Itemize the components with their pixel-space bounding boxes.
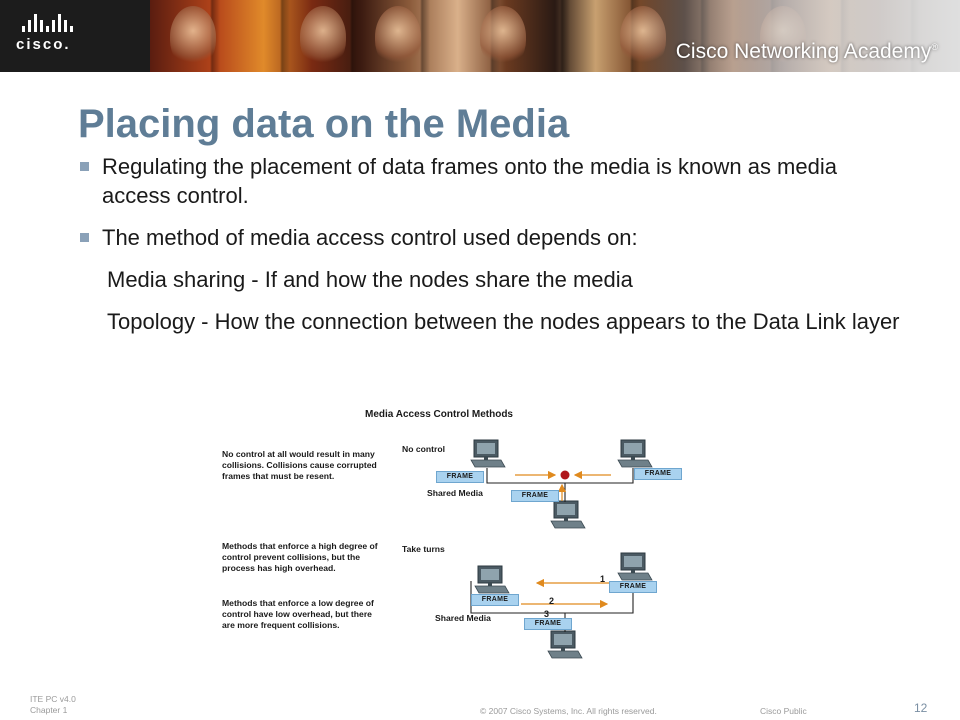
- computer-icon: [470, 439, 506, 468]
- footer-chapter: Chapter 1: [30, 705, 68, 715]
- sub-item: Media sharing - If and how the nodes sha…: [80, 265, 900, 294]
- frame-label: FRAME: [471, 594, 519, 606]
- academy-name: Cisco Networking Academy: [675, 40, 932, 63]
- slide-body: Regulating the placement of data frames …: [80, 152, 900, 349]
- footer-classification: Cisco Public: [760, 706, 807, 716]
- cisco-wordmark-dot: .: [64, 36, 71, 53]
- computer-icon: [547, 630, 583, 659]
- page-number: 12: [914, 701, 928, 715]
- frame-label: FRAME: [524, 618, 572, 630]
- label-shared-media: Shared Media: [427, 488, 483, 498]
- mac-methods-diagram: Media Access Control Methods No control …: [215, 403, 705, 665]
- turn-number: 3: [544, 609, 550, 619]
- computer-icon: [617, 439, 653, 468]
- label-take-turns: Take turns: [402, 544, 445, 554]
- sub-item-text: Media sharing - If and how the nodes sha…: [107, 267, 633, 292]
- academy-title: Cisco Networking Academy®: [676, 40, 938, 64]
- frame-label: FRAME: [634, 468, 682, 480]
- frame-label: FRAME: [609, 581, 657, 593]
- note-low-control: Methods that enforce a low degree of con…: [222, 598, 374, 630]
- footer-course: ITE PC v4.0: [30, 694, 76, 704]
- turn-number: 1: [600, 574, 606, 584]
- frame-label: FRAME: [436, 471, 484, 483]
- square-bullet-icon: [80, 233, 89, 242]
- bullet-text: The method of media access control used …: [102, 225, 638, 250]
- square-bullet-icon: [80, 162, 89, 171]
- label-no-control: No control: [402, 444, 445, 454]
- cisco-logo: cisco.: [16, 14, 96, 58]
- computer-icon: [474, 565, 510, 594]
- frame-label: FRAME: [511, 490, 559, 502]
- note-no-control: No control at all would result in many c…: [222, 449, 377, 481]
- turn-number: 2: [549, 596, 555, 606]
- bullet-text: Regulating the placement of data frames …: [102, 154, 837, 208]
- slide-title: Placing data on the Media: [78, 102, 570, 146]
- footer-copyright: © 2007 Cisco Systems, Inc. All rights re…: [480, 706, 657, 716]
- computer-icon: [617, 552, 653, 581]
- diagram-title: Media Access Control Methods: [365, 409, 513, 420]
- bullet-item: The method of media access control used …: [80, 223, 900, 252]
- header-banner: cisco. Cisco Networking Academy®: [0, 0, 960, 72]
- sub-item-text: Topology - How the connection between th…: [107, 309, 900, 334]
- computer-icon: [550, 500, 586, 529]
- sub-item: Topology - How the connection between th…: [80, 307, 900, 336]
- registered-mark: ®: [931, 42, 938, 52]
- collision-icon: [560, 470, 570, 480]
- bullet-item: Regulating the placement of data frames …: [80, 152, 900, 210]
- footer-course-info: ITE PC v4.0 Chapter 1: [30, 694, 76, 716]
- cisco-wordmark: cisco: [16, 36, 65, 53]
- note-high-control: Methods that enforce a high degree of co…: [222, 541, 378, 573]
- label-shared-media: Shared Media: [435, 613, 491, 623]
